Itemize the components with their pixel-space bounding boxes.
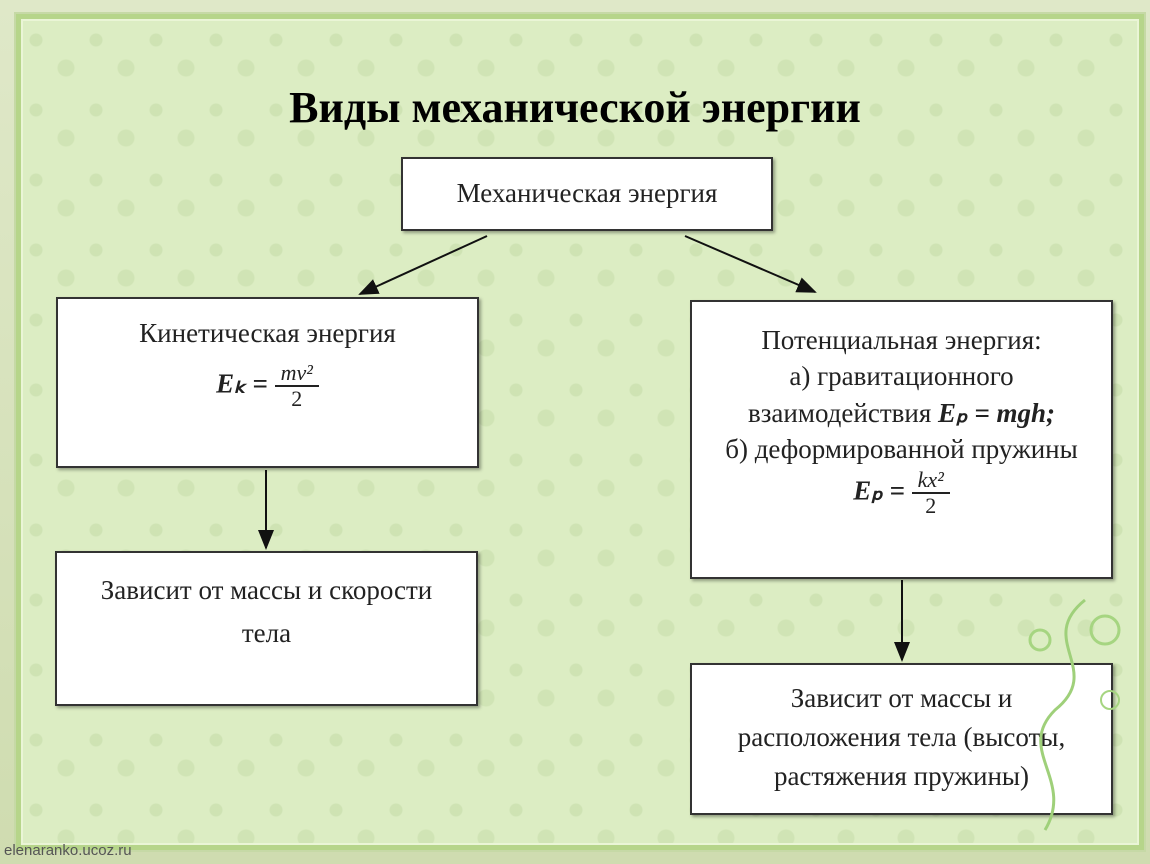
potential-formula-b-fraction: kx² 2: [911, 467, 950, 518]
potential-depends-box: Зависит от массы и расположения тела (вы…: [690, 663, 1113, 815]
potential-energy-box: Потенциальная энергия: а) гравитационног…: [690, 300, 1113, 579]
kinetic-depends-box: Зависит от массы и скорости тела: [55, 551, 478, 706]
kinetic-formula-lhs: Eₖ =: [216, 368, 268, 399]
mechanical-energy-label: Механическая энергия: [456, 178, 718, 208]
mechanical-energy-box: Механическая энергия: [401, 157, 773, 231]
arrow-to-potential: [684, 235, 817, 293]
slide-title: Виды механической энергии: [289, 83, 861, 132]
arrow-to-kinetic: [358, 235, 488, 295]
decorative-swirl-icon: [1028, 598, 1121, 831]
watermark: elenaranko.ucoz.ru: [4, 842, 132, 859]
potential-formula-b-lhs: Eₚ =: [853, 475, 905, 506]
kinetic-formula-numerator: mv²: [274, 360, 319, 387]
potential-line-b: б) деформированной пружины: [725, 434, 1078, 465]
potential-depends-text: Зависит от массы и расположения тела (вы…: [737, 683, 1066, 792]
potential-energy-label: Потенциальная энергия:: [761, 325, 1042, 355]
kinetic-formula-fraction: mv² 2: [274, 360, 319, 411]
potential-formula-b-numerator: kx²: [911, 467, 950, 494]
potential-formula-a: Eₚ = mgh;: [938, 397, 1055, 428]
kinetic-energy-label: Кинетическая энергия: [139, 318, 396, 348]
potential-line-a2-text: взаимодействия: [748, 397, 932, 428]
kinetic-energy-box: Кинетическая энергия Eₖ = mv² 2: [56, 297, 479, 468]
kinetic-formula-denominator: 2: [291, 385, 303, 411]
kinetic-depends-text: Зависит от массы и скорости тела: [100, 575, 433, 649]
potential-line-a: а) гравитационного: [789, 361, 1014, 392]
potential-formula-b-denominator: 2: [925, 492, 937, 518]
potential-line-a2: взаимодействия Eₚ = mgh;: [692, 395, 1111, 431]
